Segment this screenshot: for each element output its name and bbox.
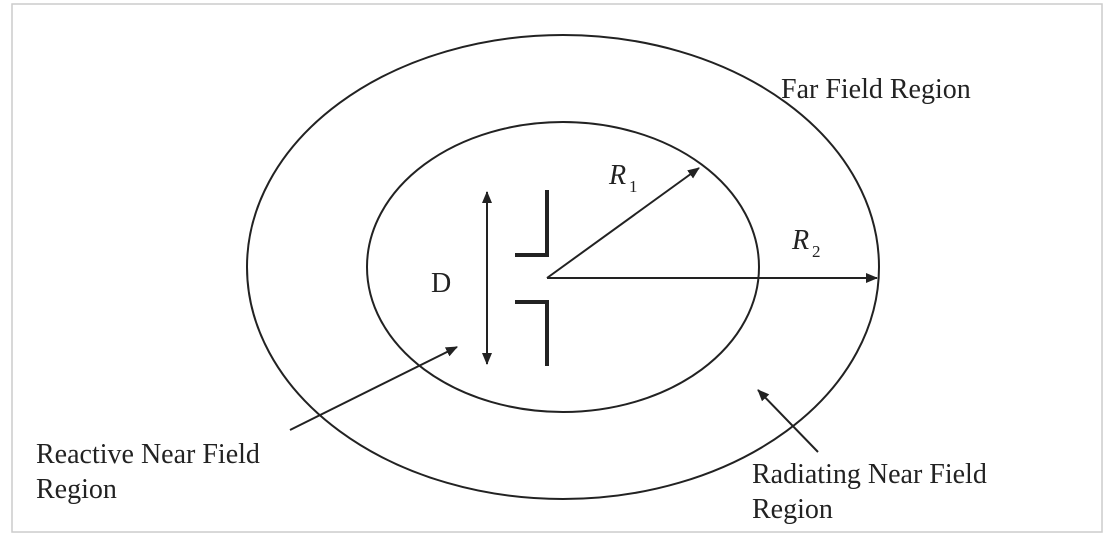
outer-boundary-circle (246, 34, 880, 500)
inner-boundary-circle (366, 121, 760, 413)
dipole-antenna (515, 190, 549, 366)
r1-label: R 1 (608, 160, 638, 196)
r1-arrow (546, 167, 700, 279)
r1-symbol: R (608, 160, 626, 191)
far-field-label: Far Field Region (781, 74, 971, 105)
radiating-region-pointer (757, 389, 819, 453)
diagram-frame (11, 3, 1103, 533)
dipole-upper-element (515, 190, 549, 257)
reactive-near-field-label: Reactive Near Field Region (36, 439, 260, 505)
r2-label: R 2 (791, 225, 821, 261)
reactive-region-pointer (289, 346, 458, 431)
reactive-label-line1: Reactive Near Field (36, 439, 260, 470)
r2-subscript: 2 (812, 242, 821, 261)
radiating-label-line2: Region (752, 494, 833, 525)
reactive-label-line2: Region (36, 474, 117, 505)
r1-subscript: 1 (629, 177, 638, 196)
radiating-near-field-label: Radiating Near Field Region (752, 459, 987, 525)
diameter-label: D (431, 268, 451, 299)
radiating-label-line1: Radiating Near Field (752, 459, 987, 490)
dipole-lower-element (515, 300, 549, 366)
r2-symbol: R (791, 225, 809, 256)
